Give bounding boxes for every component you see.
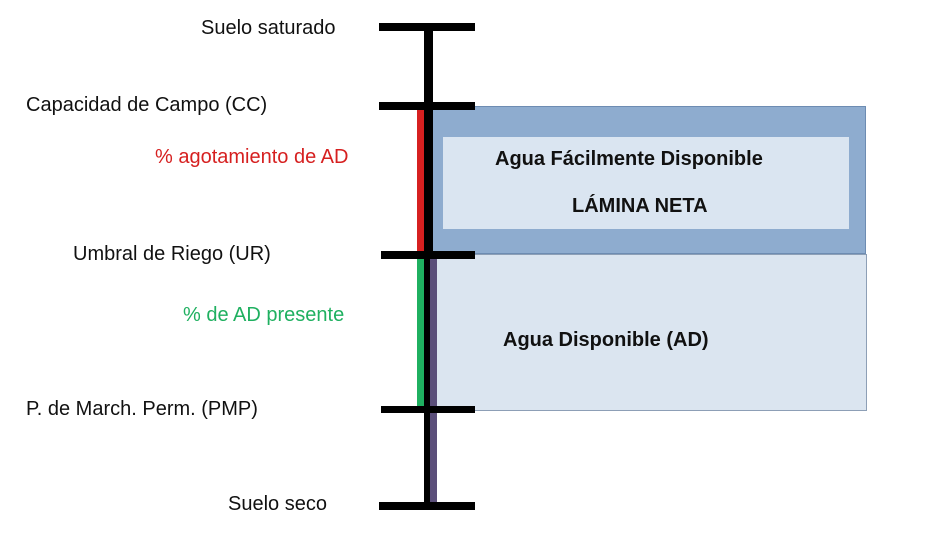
dry-soil-label: Suelo seco <box>228 493 327 515</box>
readily-available-water-label: Agua Fácilmente Disponible <box>495 148 763 170</box>
field-capacity-tick <box>379 102 475 110</box>
saturated-tick <box>379 23 475 31</box>
wilting-point-label: P. de March. Perm. (PMP) <box>26 398 258 420</box>
irrigation-threshold-label: Umbral de Riego (UR) <box>73 243 271 265</box>
dry-soil-tick <box>379 502 475 510</box>
irrigation-threshold-tick <box>381 251 475 259</box>
net-depth-label: LÁMINA NETA <box>572 195 708 217</box>
depletion-range-bar <box>417 106 424 254</box>
saturated-soil-label: Suelo saturado <box>201 17 336 39</box>
remaining-range-bar <box>417 254 424 411</box>
depletion-label: % agotamiento de AD <box>155 146 349 168</box>
soil-moisture-axis <box>424 27 433 507</box>
remaining-label: % de AD presente <box>183 304 345 326</box>
available-water-axis-segment <box>430 255 437 505</box>
net-depth-box <box>443 137 849 229</box>
wilting-point-tick <box>381 406 475 413</box>
available-water-box <box>431 254 867 411</box>
field-capacity-label: Capacidad de Campo (CC) <box>26 94 268 116</box>
available-water-label: Agua Disponible (AD) <box>503 329 709 351</box>
